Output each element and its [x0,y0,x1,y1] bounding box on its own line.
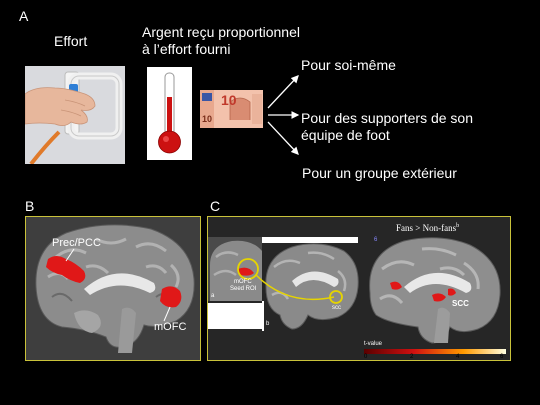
target-fans-line2: équipe de foot [301,127,390,143]
scc-big-label: SCC [452,299,469,308]
panel-b-brain-frame: Prec/PCC mOFC [25,216,201,361]
fans-title: Fans > Non-fansb [396,223,459,233]
inset-b-label: b [266,321,270,327]
target-self: Pour soi-même [301,57,396,73]
arrows [267,75,300,155]
mofc-activation [160,286,182,308]
fans-title-sup: b [456,223,460,229]
fans-title-text: Fans > Non-fans [396,223,457,233]
mofc-label: mOFC [154,321,187,333]
colorbar [364,349,506,354]
seed-roi-label-1: mOFC [234,279,252,285]
target-fans-line1: Pour des supporters de son [301,110,473,126]
colorbar-tick-2: 2 [410,354,414,360]
arrow-up [267,75,299,109]
panel-a-letter: A [19,8,29,24]
colorbar-label: t-value [364,341,383,347]
banknote-value-small: 10 [202,114,213,124]
panel-b-letter: B [25,198,35,214]
roi-connection-line [255,274,335,301]
prec-pcc-label: Prec/PCC [52,237,101,249]
effort-label: Effort [54,33,88,49]
thermometer-image [147,67,192,160]
colorbar-tick-6: 6 [500,354,504,360]
arrow-down [267,121,299,155]
euro-banknote-image: 10 10 [200,90,263,128]
scc-roi-circle [329,290,343,304]
hand-grip-image [24,66,125,166]
seed-roi-circle [237,258,259,280]
money-label-line1: Argent reçu proportionnel [142,24,300,40]
money-label-line2: à l’effort fourni [142,41,231,57]
seed-roi-label-2: Seed ROI [230,286,257,292]
panel-c-letter: C [210,198,221,214]
banknote-value: 10 [221,92,237,108]
scc-small-label: scc [332,305,341,311]
colorbar-tick-4: 4 [456,354,460,360]
colorbar-tick-0: 0 [364,354,368,360]
panel-c-frame: a b mOFC Seed ROI scc Fans > Non-fansb 6… [207,216,511,361]
inset-a-label: a [211,293,215,299]
right-inset-number: 6 [374,237,378,243]
target-outgroup: Pour un groupe extérieur [302,165,457,181]
prec-pcc-activation [46,256,86,283]
